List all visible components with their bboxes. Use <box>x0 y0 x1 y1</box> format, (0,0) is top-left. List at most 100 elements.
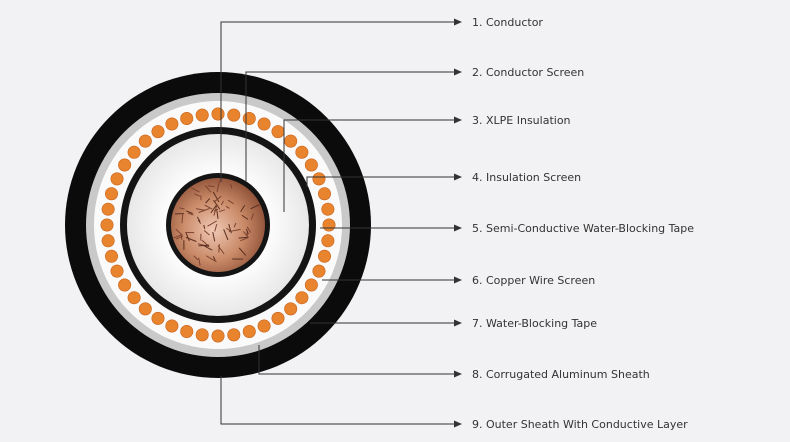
conductor-strand <box>233 222 237 228</box>
copper-wire <box>100 218 114 232</box>
conductor-strand <box>175 235 184 240</box>
copper-wire <box>257 319 271 333</box>
conductor-strand <box>246 226 252 233</box>
copper-wire <box>295 145 309 159</box>
conductor-strand <box>216 180 220 192</box>
conductor-strand <box>225 205 230 209</box>
copper-wire <box>195 328 209 342</box>
copper-wire <box>321 202 335 216</box>
conductor-strand <box>226 227 232 233</box>
conductor-strand <box>214 195 222 202</box>
copper-wire <box>304 278 318 292</box>
conductor-strand <box>238 236 248 239</box>
conductor-strand <box>241 214 249 220</box>
arrow-head-6 <box>454 276 462 284</box>
leader-line-9 <box>220 376 455 425</box>
copper-wire <box>312 264 326 278</box>
arrow-head-4 <box>454 173 462 181</box>
copper-wire <box>101 234 115 248</box>
conductor-strand <box>194 193 200 197</box>
conductor-strand <box>245 228 249 235</box>
copper-wire <box>165 117 179 131</box>
copper-wire <box>317 187 331 201</box>
copper-wire <box>101 202 115 216</box>
conductor-strand <box>210 205 217 214</box>
conductor-strand <box>213 204 218 216</box>
conductor-strand <box>203 229 210 236</box>
conductor-strand <box>212 191 220 203</box>
copper-wire <box>180 112 194 126</box>
layer-labels: 1. Conductor 2. Conductor Screen 3. XLPE… <box>472 16 694 431</box>
copper-wire <box>110 172 124 186</box>
arrow-head-9 <box>454 420 462 428</box>
conductor-strand <box>179 207 185 210</box>
leader-line-8 <box>258 345 455 375</box>
conductor-strands <box>173 180 260 266</box>
conductor-strand <box>240 237 249 242</box>
conductor-strand <box>250 213 254 220</box>
copper-wire <box>271 125 285 139</box>
conductor-strand <box>173 234 182 239</box>
arrow-head-7 <box>454 319 462 327</box>
arrow-head-2 <box>454 68 462 76</box>
label-conductor-screen: 2. Conductor Screen <box>472 66 584 79</box>
label-copper-wire-screen: 6. Copper Wire Screen <box>472 274 595 287</box>
conductor-strand <box>218 244 220 253</box>
conductor <box>171 178 265 272</box>
conductor-strand <box>220 200 224 206</box>
copper-wire <box>127 145 141 159</box>
conductor-strand <box>196 216 201 222</box>
conductor-strand <box>238 247 247 256</box>
conductor-strand <box>204 204 213 210</box>
copper-wire <box>138 302 152 316</box>
conductor-strand <box>223 229 229 241</box>
leader-line-1 <box>220 21 455 182</box>
label-water-blocking-tape: 7. Water-Blocking Tape <box>472 317 597 330</box>
conductor-strand <box>205 185 212 193</box>
copper-wire <box>127 291 141 305</box>
conductor-strand <box>197 219 202 224</box>
copper-wire <box>271 311 285 325</box>
copper-wire <box>317 249 331 263</box>
copper-wire <box>105 187 119 201</box>
leader-line-3 <box>283 119 455 212</box>
conductor-strand <box>206 255 217 263</box>
conductor-strand <box>230 183 233 189</box>
copper-wire <box>242 112 256 126</box>
label-insulation-screen: 4. Insulation Screen <box>472 171 581 184</box>
copper-wire <box>118 278 132 292</box>
conductor-strand <box>212 232 216 242</box>
copper-wire <box>211 107 225 121</box>
copper-wire <box>227 108 241 122</box>
conductor-strand <box>198 244 210 247</box>
conductor-strand <box>185 233 190 242</box>
arrow-head-5 <box>454 224 462 232</box>
copper-wire <box>105 249 119 263</box>
copper-wire <box>151 311 165 325</box>
arrow-head-1 <box>454 18 462 26</box>
conductor-strand <box>216 210 219 219</box>
conductor-strand <box>185 236 197 242</box>
label-semi-conductive-water-blocking-tape: 5. Semi-Conductive Water-Blocking Tape <box>472 222 694 235</box>
copper-wire <box>304 158 318 172</box>
copper-wire <box>242 324 256 338</box>
label-outer-sheath-with-conductive-layer: 9. Outer Sheath With Conductive Layer <box>472 418 688 431</box>
conductor-strand <box>195 208 206 211</box>
copper-wire <box>284 302 298 316</box>
copper-wire <box>180 324 194 338</box>
conductor-strand <box>227 199 234 205</box>
copper-wire <box>211 329 225 343</box>
copper-wire-screen <box>100 107 336 343</box>
callout-lines <box>220 18 462 428</box>
conductor-strand <box>203 224 206 230</box>
conductor-strand <box>214 223 218 232</box>
copper-wire <box>138 134 152 148</box>
conductor-strand <box>193 255 199 261</box>
copper-wire <box>151 125 165 139</box>
conductor-strand <box>198 257 201 266</box>
conductor-strand <box>181 214 184 224</box>
conductor-strand <box>190 187 200 193</box>
leader-line-2 <box>245 71 455 181</box>
cable-cross-section <box>65 72 371 378</box>
